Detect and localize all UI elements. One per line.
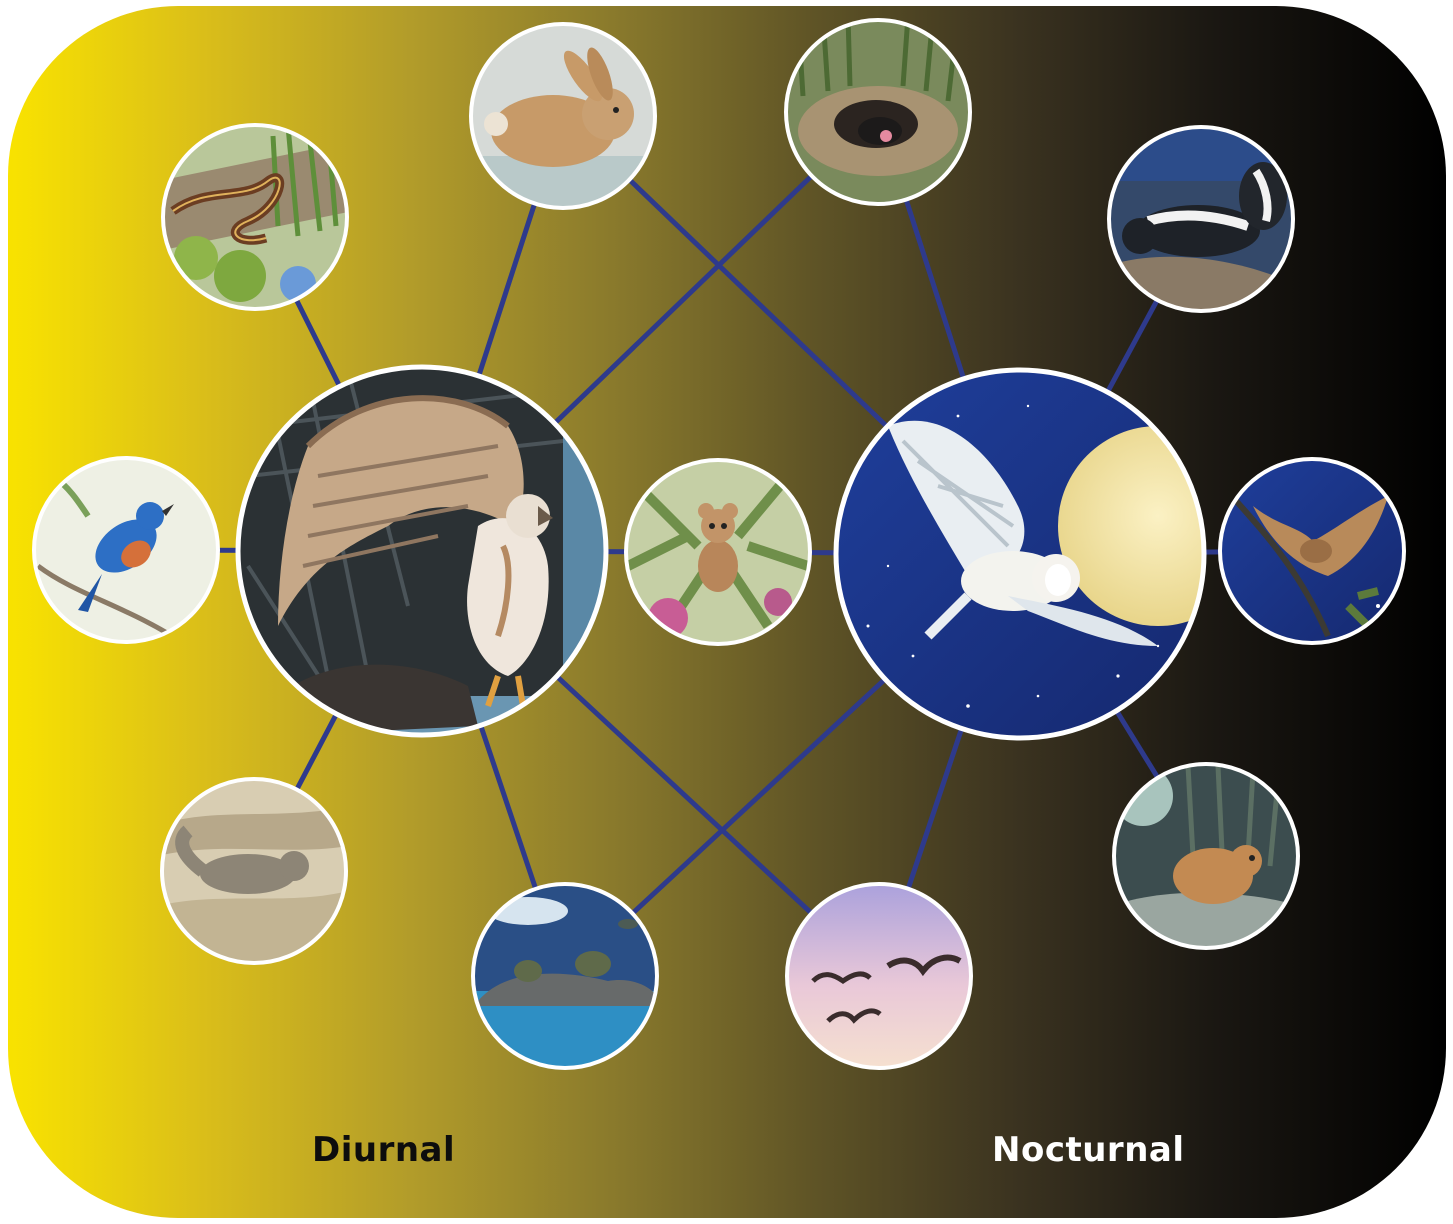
barn-owl-moon-icon <box>836 370 1258 738</box>
nocturnal-label: Nocturnal <box>992 1130 1185 1170</box>
diurnal-label: Diurnal <box>312 1130 455 1170</box>
mouse-on-thistle-icon <box>623 458 813 648</box>
squirrel-icon <box>158 776 348 966</box>
red-tailed-hawk-icon <box>238 367 613 736</box>
rabbit-icon <box>468 21 658 216</box>
mole-burrow-icon <box>783 16 973 206</box>
skunk-icon <box>1106 124 1298 316</box>
flying-birds-icon <box>784 881 998 1088</box>
food-web-diagram <box>8 6 1446 1218</box>
bluebird-icon <box>30 456 220 646</box>
diagram-panel: Diurnal Nocturnal <box>8 6 1446 1218</box>
bat-icon <box>1218 457 1408 647</box>
vole-icon <box>1111 761 1301 951</box>
garter-snake-icon <box>158 121 353 316</box>
